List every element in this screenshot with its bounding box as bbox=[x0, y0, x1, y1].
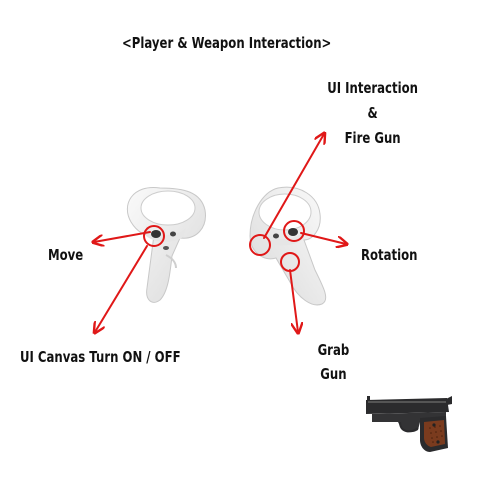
rotation-label: Rotation bbox=[361, 246, 418, 264]
vr-right-controller-icon bbox=[249, 186, 327, 306]
ui-interaction-line1: UI Interaction bbox=[327, 79, 418, 97]
grab-gun-label: Grab Gun bbox=[310, 338, 357, 386]
diagram-title: <Player & Weapon Interaction> bbox=[122, 34, 332, 52]
move-arrow bbox=[94, 231, 151, 242]
move-label: Move bbox=[48, 246, 84, 264]
grab-line1: Grab bbox=[317, 341, 350, 359]
ui-interaction-label: UI Interaction & Fire Gun bbox=[318, 76, 427, 151]
trigger-highlight bbox=[249, 234, 271, 256]
ui-canvas-arrow bbox=[95, 245, 148, 332]
ui-canvas-label: UI Canvas Turn ON / OFF bbox=[20, 348, 181, 366]
ui-interaction-line3: Fire Gun bbox=[344, 129, 401, 147]
left-thumbstick-highlight bbox=[143, 225, 165, 247]
vr-left-controller-icon bbox=[126, 187, 206, 303]
ui-interaction-line2: & bbox=[367, 104, 378, 122]
rotation-arrow bbox=[300, 232, 346, 244]
right-thumbstick-highlight bbox=[283, 220, 305, 242]
pistol-icon bbox=[366, 396, 452, 452]
grab-arrow bbox=[289, 269, 298, 332]
ui-interaction-arrow bbox=[263, 134, 324, 239]
grab-line2: Gun bbox=[320, 365, 347, 383]
